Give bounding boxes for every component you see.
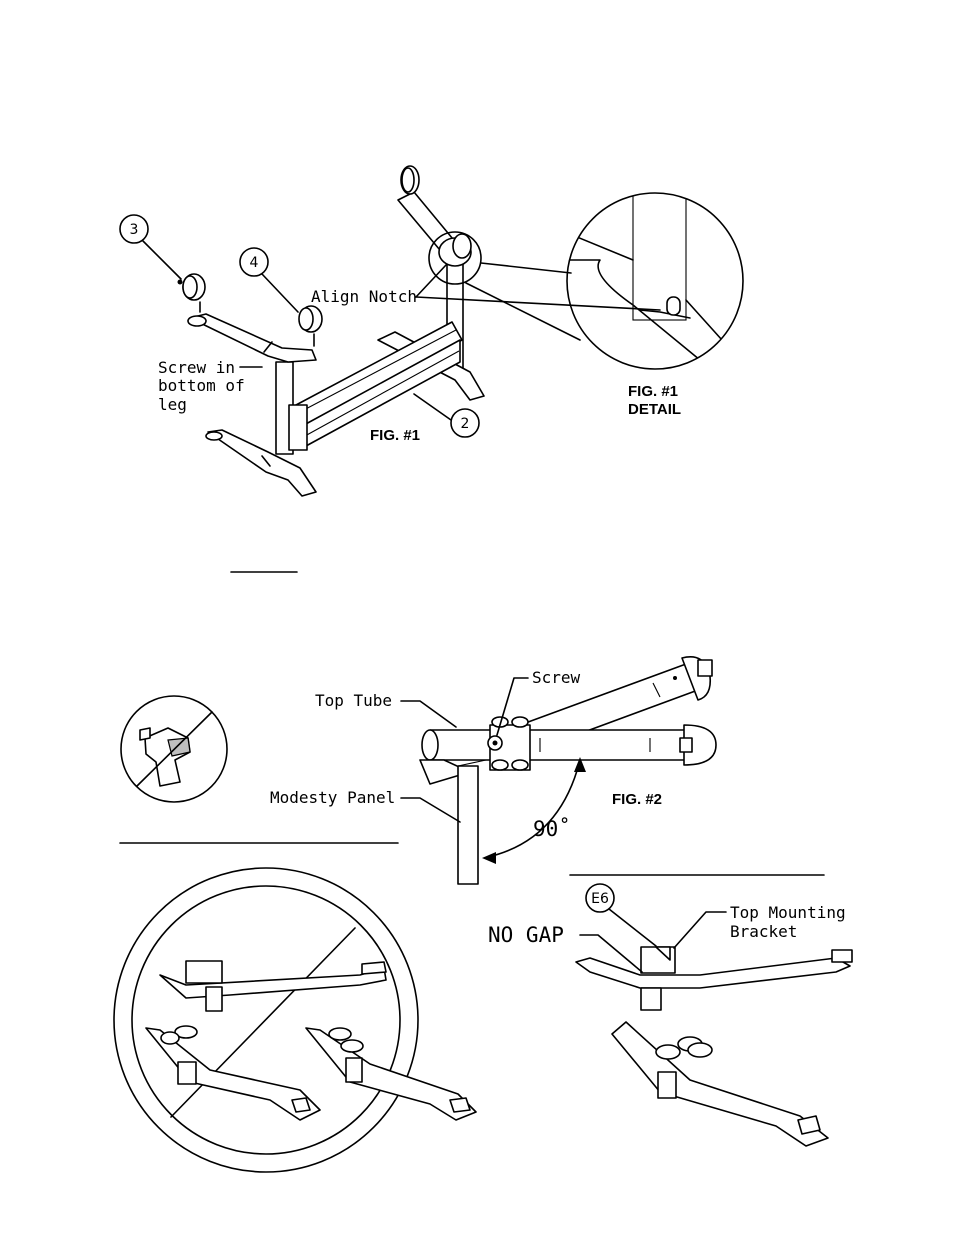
fig1-title: FIG. #1 [370,427,420,444]
fig2-title: FIG. #2 [612,791,662,808]
svg-text:E6: E6 [591,891,609,907]
screw-in-bottom-note: Screw in bottom of leg [158,358,262,414]
callout-3: 3 [120,215,181,279]
screw-label: Screw [532,668,581,687]
align-notch-label: Align Notch [311,287,417,306]
glide-4-icon [299,306,322,346]
svg-text:leg: leg [158,395,187,414]
callout-4: 4 [240,248,298,312]
fig1-detail-title-line2: DETAIL [628,401,681,418]
top-mounting-bracket-label-line2: Bracket [730,922,797,941]
svg-text:3: 3 [130,222,139,238]
correct-assembly-view [576,947,852,1146]
fig1-detail-view [560,190,743,369]
angle-label: 90˚ [533,817,571,841]
fig2-drawing [420,657,716,884]
top-mounting-bracket-label-line1: Top Mounting [730,903,846,922]
fig1-frame-drawing [178,166,485,496]
modesty-panel-label: Modesty Panel [270,788,395,807]
svg-text:Screw in: Screw in [158,358,235,377]
svg-text:2: 2 [461,416,470,432]
callout-e6: E6 [586,884,656,946]
svg-text:4: 4 [250,255,259,271]
callout-2: 2 [414,394,479,437]
no-gap-label: NO GAP [488,923,564,947]
no-power-drill-icon [121,696,227,802]
prohibited-assembly-view [114,868,476,1172]
svg-text:bottom of: bottom of [158,376,245,395]
fig1-detail-title-line1: FIG. #1 [628,383,678,400]
top-tube-label: Top Tube [315,691,392,710]
glide-3-icon [178,274,206,312]
